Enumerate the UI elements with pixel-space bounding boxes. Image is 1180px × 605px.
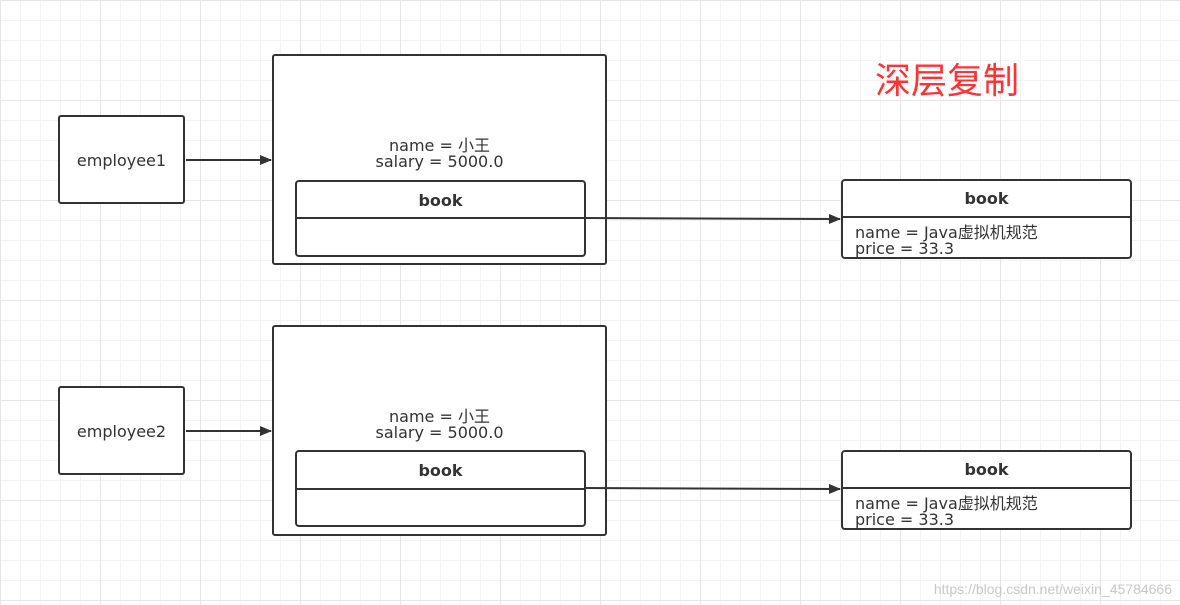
book2-divider xyxy=(843,487,1130,489)
book2-object-box[interactable]: book name = Java虚拟机规范 price = 33.3 xyxy=(841,450,1132,530)
book1-price-field: price = 33.3 xyxy=(855,239,955,258)
book2-header: book xyxy=(964,460,1009,479)
employee1-name-field: name = 小王 xyxy=(389,136,490,155)
employee1-ref-box[interactable]: employee1 xyxy=(58,115,185,204)
book1-object-box[interactable]: book name = Java虚拟机规范 price = 33.3 xyxy=(841,179,1132,259)
employee2-ref-box[interactable]: employee2 xyxy=(58,386,185,475)
book2-name-field: name = Java虚拟机规范 xyxy=(855,494,1038,513)
employee1-ref-label: employee1 xyxy=(76,151,167,170)
employee1-inner-book-header: book xyxy=(418,191,463,210)
arrow-book1-reference xyxy=(583,213,841,224)
watermark: https://blog.csdn.net/weixin_45784666 xyxy=(933,581,1172,597)
arrow-book2-reference xyxy=(583,483,841,494)
book1-divider xyxy=(843,216,1130,218)
book1-header: book xyxy=(964,189,1009,208)
employee2-name-field: name = 小王 xyxy=(389,407,490,426)
diagram-title: 深层复制 xyxy=(875,61,1020,102)
employee1-salary-field: salary = 5000.0 xyxy=(375,152,504,171)
employee1-inner-book-box[interactable]: book xyxy=(295,180,586,257)
employee2-inner-book-divider xyxy=(297,488,584,490)
employee2-salary-field: salary = 5000.0 xyxy=(375,423,504,442)
employee1-inner-book-divider xyxy=(297,217,584,219)
book1-name-field: name = Java虚拟机规范 xyxy=(855,223,1038,242)
book2-price-field: price = 33.3 xyxy=(855,510,955,529)
employee2-inner-book-box[interactable]: book xyxy=(295,450,586,527)
employee2-inner-book-header: book xyxy=(418,461,463,480)
employee2-ref-label: employee2 xyxy=(76,422,167,441)
